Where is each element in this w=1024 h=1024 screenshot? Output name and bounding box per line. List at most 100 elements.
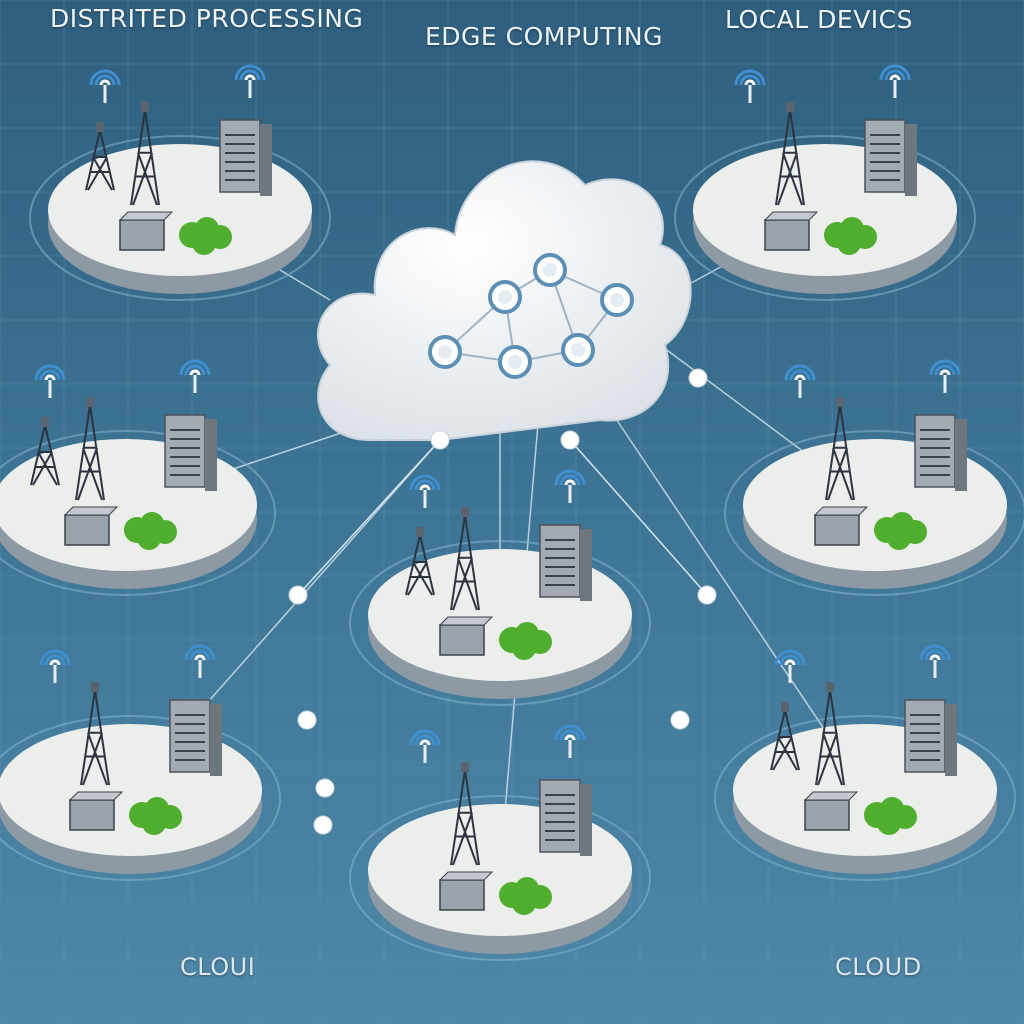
connection-line: [569, 439, 708, 596]
connection-dot: [288, 585, 308, 605]
cell-tower-icon: [30, 417, 60, 486]
server-side: [580, 529, 592, 601]
wifi-arc: [564, 734, 576, 741]
server-rack-icon: [539, 779, 592, 856]
wifi-arc: [189, 649, 211, 661]
building-body: [439, 879, 485, 911]
cell-tower-icon: [450, 762, 480, 866]
cell-tower-icon: [75, 397, 105, 501]
cell-tower-icon: [770, 702, 800, 771]
label-cloud-left: CLOUI: [180, 953, 256, 981]
wifi-icon: [784, 364, 816, 398]
wifi-icon: [774, 649, 806, 683]
network-node-core: [543, 263, 557, 277]
wifi-arc: [184, 364, 206, 376]
cell-tower-icon: [775, 102, 805, 206]
tower-antenna: [786, 102, 794, 112]
wifi-arc: [554, 469, 586, 486]
label-cloud-right: CLOUD: [835, 953, 922, 981]
connection-dot: [297, 710, 317, 730]
platform-ripple: [29, 135, 331, 301]
wifi-icon: [89, 69, 121, 103]
wifi-arc: [739, 74, 761, 86]
wifi-arc: [559, 729, 581, 741]
server-side: [905, 124, 917, 196]
edge-platform: [349, 469, 651, 706]
bush-leaf: [512, 636, 536, 660]
bush-leaf: [512, 891, 536, 915]
connection-dot: [697, 585, 717, 605]
wifi-arc: [44, 654, 66, 666]
wifi-arc: [414, 734, 436, 746]
cell-tower-icon: [80, 682, 110, 786]
cell-tower-icon: [85, 122, 115, 191]
wifi-arc: [189, 369, 201, 376]
wifi-arc: [94, 74, 116, 86]
wifi-arc: [929, 654, 941, 661]
building-body: [64, 514, 110, 546]
building-body: [804, 799, 850, 831]
platform-top: [733, 724, 997, 856]
wifi-arc: [419, 739, 431, 746]
server-rack-icon: [169, 699, 222, 776]
wifi-icon: [409, 474, 441, 508]
platform-top: [693, 144, 957, 276]
connection-line: [297, 439, 441, 596]
label-local-devices: LOCAL DEVICS: [725, 5, 913, 34]
bush-icon: [864, 797, 917, 835]
platform-ripple: [0, 430, 276, 596]
building-icon: [438, 616, 494, 656]
connection-dot: [430, 430, 450, 450]
bush-leaf: [192, 231, 216, 255]
server-side: [955, 419, 967, 491]
platform-ripple: [349, 540, 651, 706]
bush-icon: [824, 217, 877, 255]
building-body: [764, 219, 810, 251]
platform-top: [0, 724, 262, 856]
server-body: [169, 699, 211, 773]
bush-icon: [499, 877, 552, 915]
wifi-arc: [99, 79, 111, 86]
wifi-arc: [779, 654, 801, 666]
building-body: [69, 799, 115, 831]
wifi-icon: [919, 644, 951, 678]
server-body: [219, 119, 261, 193]
cell-tower-icon: [815, 682, 845, 786]
platform-top: [368, 804, 632, 936]
server-rack-icon: [864, 119, 917, 196]
wifi-arc: [419, 484, 431, 491]
wifi-arc: [774, 649, 806, 666]
bush-leaf: [837, 231, 861, 255]
platform-top: [0, 439, 257, 571]
tower-antenna: [86, 397, 94, 407]
server-body: [539, 524, 581, 598]
building-roof: [118, 211, 174, 221]
wifi-icon: [34, 364, 66, 398]
wifi-icon: [234, 64, 266, 98]
wifi-icon: [409, 729, 441, 763]
wifi-arc: [734, 69, 766, 86]
wifi-arc: [789, 369, 811, 381]
cell-tower-icon: [405, 527, 435, 596]
wifi-icon: [734, 69, 766, 103]
bush-leaf: [887, 526, 911, 550]
building-icon: [68, 791, 124, 831]
wifi-arc: [184, 644, 216, 661]
wifi-arc: [934, 364, 956, 376]
platform-ripple: [349, 795, 651, 961]
platform-top: [743, 439, 1007, 571]
wifi-arc: [234, 64, 266, 81]
server-rack-icon: [539, 524, 592, 601]
platform-ripple: [674, 135, 976, 301]
wifi-arc: [794, 374, 806, 381]
platform-ripple: [724, 430, 1024, 596]
edge-platform: [29, 64, 331, 301]
tower-antenna: [416, 527, 424, 537]
wifi-icon: [879, 64, 911, 98]
server-side: [260, 124, 272, 196]
connection-dot: [315, 778, 335, 798]
wifi-arc: [784, 659, 796, 666]
connection-line: [599, 394, 866, 791]
network-node-core: [498, 290, 512, 304]
